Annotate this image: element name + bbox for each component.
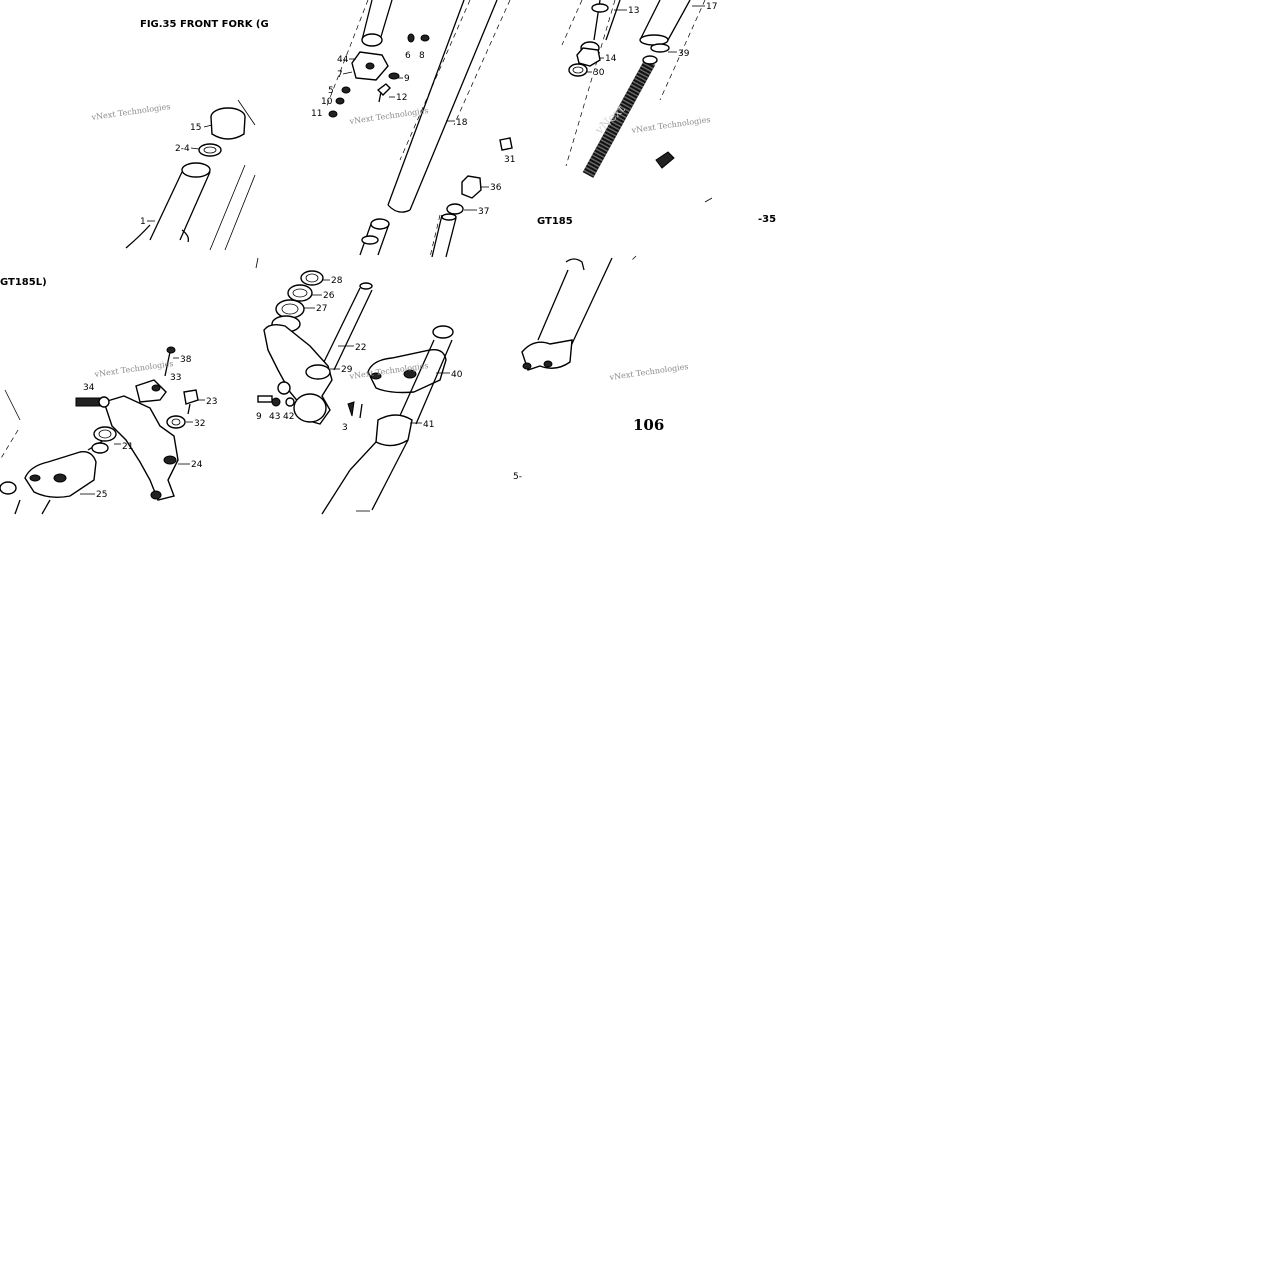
callout-20: 8	[419, 51, 425, 61]
edge-mark-bottom: 5-	[513, 472, 522, 482]
steering-stem-part	[263, 282, 373, 425]
callout-21: 25	[96, 490, 107, 500]
callout-14: 30	[593, 68, 605, 78]
watermark: vNext Technologies	[90, 102, 171, 122]
callout-25: 26	[323, 291, 335, 301]
callout-10: 11	[311, 109, 322, 119]
small-hardware	[328, 33, 430, 118]
callout-1: 1	[140, 217, 146, 227]
callout-6: 9	[404, 74, 410, 84]
callout-34: 32	[194, 419, 205, 429]
bearing-races	[271, 270, 324, 333]
fork-slider-part	[521, 255, 637, 371]
callout-9: 10	[321, 97, 333, 107]
callout-26: 22	[355, 343, 366, 353]
callout-24: 28	[331, 276, 343, 286]
callout-7: 7	[337, 70, 343, 80]
spacer-tube	[639, 0, 691, 53]
callout-41: 42	[283, 412, 294, 422]
callout-18: 17	[706, 2, 717, 12]
edge-mark: -35	[758, 214, 776, 225]
damper-rod-upper	[568, 0, 621, 77]
tile-top-left: FIG.35 FRONT FORK (G 15 2-4 1 vNext Tech…	[90, 19, 269, 251]
fork-outer-tube	[125, 162, 211, 249]
tile-bottom-right: vNext Technologies 106 5-	[513, 255, 689, 482]
callout-29: 41	[423, 420, 434, 430]
small-hardware-lower	[257, 381, 363, 419]
callout-27: 29	[341, 365, 353, 375]
callout-9b: 9	[256, 412, 262, 422]
callout-31: 37	[478, 207, 489, 217]
callout-33: 23	[206, 397, 217, 407]
callout-13: 14	[605, 54, 617, 64]
callout-15: 15	[190, 123, 201, 133]
callout-8: 5	[328, 86, 334, 96]
tile-top-right: 13 17 14 39 30 vNext vNext Technologies …	[537, 0, 776, 227]
callout-11: 13	[628, 6, 639, 16]
figure-title: FIG.35 FRONT FORK (G	[140, 19, 269, 30]
callout-17: 39	[678, 49, 690, 59]
watermark: vNext Technologies	[630, 115, 711, 135]
steering-head-part	[93, 395, 179, 501]
callout-39: 31	[504, 155, 515, 165]
callout-37: 33	[170, 373, 181, 383]
tile-bottom-left: GT185L)	[0, 277, 217, 515]
callout-28: 27	[316, 304, 327, 314]
fork-spring	[582, 55, 658, 178]
callout-19: 6	[405, 51, 411, 61]
figure-subtitle: GT185L)	[0, 277, 47, 288]
fork-cap-part	[198, 107, 246, 157]
upper-bracket-part	[321, 325, 454, 515]
page-number: 106	[633, 416, 664, 434]
callout-32: 24	[191, 460, 203, 470]
callout-5: 12	[396, 93, 407, 103]
damper-rod-part	[351, 0, 393, 256]
watermark: vNext Technologies	[93, 359, 174, 379]
watermark: vNext Technologies	[348, 106, 429, 126]
callout-44: 44	[337, 55, 349, 65]
drain-plug-part	[446, 137, 513, 215]
callout-40: 43	[269, 412, 280, 422]
model-label: GT185	[537, 216, 573, 227]
callout-2-4: 2-4	[175, 144, 190, 154]
watermark: vNext Technologies	[608, 362, 689, 382]
bolt-parts	[75, 346, 199, 429]
lower-bracket-part	[0, 439, 109, 515]
callout-30: 36	[490, 183, 502, 193]
callout-12: 18	[456, 118, 468, 128]
inner-fork-tube	[387, 0, 498, 213]
tile-bottom-middle: 28 26 27 22 29 40 41 9 43 42 3 vNext Tec…	[255, 257, 463, 515]
callout-36: 38	[180, 355, 192, 365]
callout-23: 21	[122, 442, 133, 452]
tile-top-middle: 6 8 44 7 9 5 10 12 11 18 31 36 37 vNext …	[311, 0, 515, 258]
callout-38: 34	[83, 383, 95, 393]
callout-22: 40	[451, 370, 463, 380]
callout-43: 3	[342, 423, 348, 433]
